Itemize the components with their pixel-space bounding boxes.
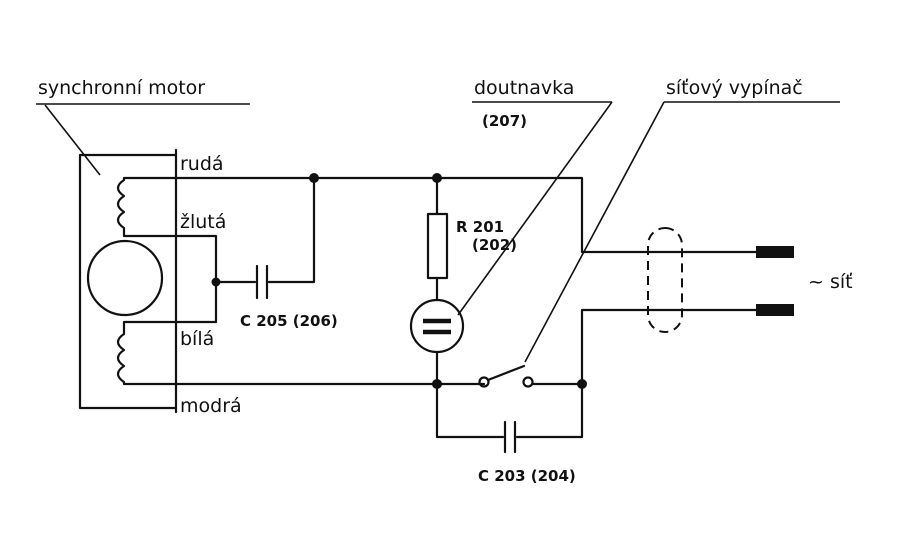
- junction-dot: [432, 173, 442, 183]
- c205-right-wire: [267, 176, 316, 284]
- plug-lower: [756, 304, 794, 316]
- switch-contact-left: [478, 376, 490, 388]
- junction-dot: [211, 277, 221, 287]
- wire-red-label: rudá: [180, 153, 224, 175]
- bottom-rail-to-mains: [530, 308, 762, 386]
- upper-coil: [116, 176, 218, 284]
- junction-dot: [432, 379, 442, 389]
- motor-leader-line: [44, 104, 101, 176]
- cable-sheath: [647, 227, 683, 333]
- c203-label: C 203 (204): [478, 467, 576, 485]
- switch-contact-right: [522, 376, 534, 388]
- c205-label: C 205 (206): [240, 312, 338, 330]
- glow-lamp-label-group: doutnavka (207): [457, 77, 613, 316]
- switch-label-group: síťový vypínač: [524, 77, 840, 363]
- resistor-alt-label: (202): [472, 236, 517, 254]
- glow-lamp-ref: (207): [482, 112, 527, 130]
- mains-label: ~ síť: [808, 271, 853, 293]
- motor-frame: [78, 153, 178, 410]
- lower-coil: [116, 280, 218, 386]
- glow-lamp-label: doutnavka: [474, 77, 574, 99]
- c203-left-wire: [435, 382, 505, 439]
- top-rail-wire: [174, 176, 762, 254]
- switch-blade: [486, 364, 526, 382]
- resistor-label: R 201: [456, 218, 504, 236]
- junction-dot: [577, 379, 587, 389]
- motor-rotor: [86, 239, 164, 317]
- glow-lamp-leader-line: [457, 101, 613, 316]
- wire-white-label: bílá: [180, 328, 214, 350]
- resistor-r201: [426, 212, 449, 280]
- switch-leader-line: [524, 101, 665, 363]
- c203-right-wire: [515, 382, 584, 439]
- switch-label: síťový vypínač: [666, 77, 803, 99]
- wire-yellow-label: žlutá: [180, 211, 226, 233]
- wire-blue-label: modrá: [180, 395, 242, 417]
- plug-upper: [756, 246, 794, 258]
- junction-dot: [309, 173, 319, 183]
- motor-label: synchronní motor: [38, 77, 205, 99]
- glow-lamp: [409, 298, 465, 354]
- motor-label-group: synchronní motor: [36, 77, 250, 176]
